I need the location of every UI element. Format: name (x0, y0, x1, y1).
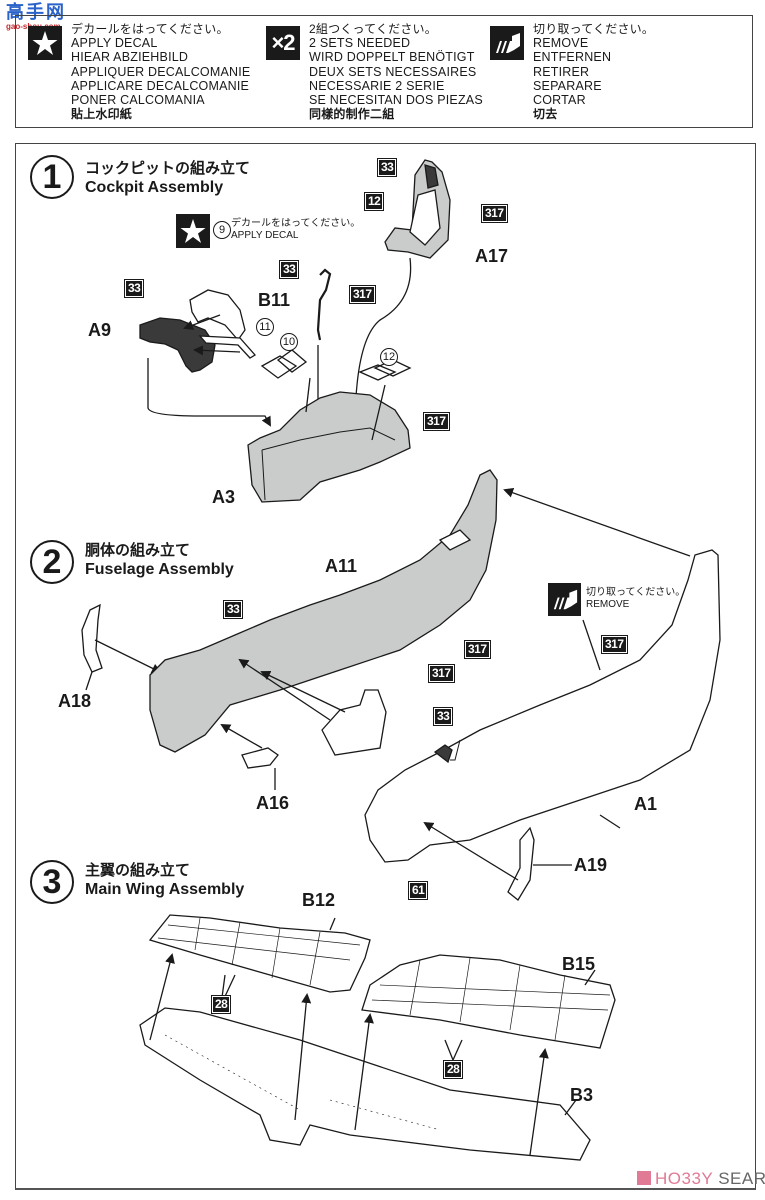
part-label-a19: A19 (574, 855, 608, 875)
part-label-a16: A16 (256, 793, 290, 813)
x2-sets-icon: ×2 (266, 26, 300, 60)
part-a3 (247, 391, 411, 503)
paint-code: 33 (376, 158, 398, 177)
legend-line: 切り取ってください。 (533, 22, 655, 36)
part-a16 (241, 747, 279, 769)
paint-code: 28 (442, 1060, 464, 1079)
legend-line: 貼上水印紙 (71, 107, 133, 122)
apply-decal-note-en: APPLY DECAL (231, 230, 299, 241)
legend-line: RETIRER (533, 64, 590, 79)
step-2-title-en: Fuselage Assembly (85, 561, 234, 578)
legend-lines: 切り取ってください。 REMOVE ENTFERNEN RETIRER SEPA… (533, 22, 654, 121)
hobby-search-logo-icon (637, 1171, 651, 1185)
part-b15 (361, 954, 616, 1049)
paint-code: 28 (210, 995, 232, 1014)
remove-note-jp: 切り取ってください。 (586, 587, 686, 598)
part-label-a17: A17 (475, 246, 509, 266)
decal-number-10: 10 (280, 333, 298, 351)
part-label-a11: A11 (325, 556, 358, 576)
legend-line: NECESSARIE 2 SERIE (309, 78, 445, 93)
paint-code: 317 (428, 664, 455, 683)
part-a18 (81, 603, 103, 673)
legend-line: APPLY DECAL (71, 36, 158, 51)
part-label-a3: A3 (212, 487, 236, 507)
hobby-search-rest: SEARCH (718, 1169, 765, 1188)
hobby-search-watermark: HO33Y SEARCH (637, 1169, 765, 1189)
step-2-title-jp: 胴体の組み立て (85, 542, 191, 559)
remove-note: 切り取ってください。 REMOVE (586, 587, 685, 611)
instruction-panel (15, 143, 756, 1190)
part-label-b15: B15 (562, 954, 596, 974)
legend-lines: 2組つくってください。 2 SETS NEEDED WIRD DOPPELT B… (309, 22, 483, 121)
legend-line: PONER CALCOMANIA (71, 93, 205, 108)
step-2-title: 胴体の組み立て Fuselage Assembly (85, 542, 234, 579)
step-3-title-en: Main Wing Assembly (85, 881, 245, 898)
paint-code: 317 (349, 285, 376, 304)
paint-code: 317 (601, 635, 628, 654)
part-label-a18: A18 (58, 691, 92, 711)
apply-decal-note-jp: デカールをはってください。 (231, 218, 361, 229)
part-label-a9: A9 (88, 320, 112, 340)
cut-remove-icon (490, 26, 524, 60)
legend-line: 切去 (533, 107, 558, 122)
paint-code: 317 (464, 640, 491, 659)
part-label-b11: B11 (258, 290, 291, 310)
part-label-b12: B12 (302, 890, 336, 910)
legend-line: SEPARARE (533, 78, 602, 93)
legend-line: 同樣的制作二組 (309, 107, 395, 122)
step-1-title-en: Cockpit Assembly (85, 179, 224, 196)
legend-line: REMOVE (533, 36, 589, 51)
part-a9 (139, 317, 216, 373)
legend-line: APPLIQUER DECALCOMANIE (71, 64, 251, 79)
part-b3 (139, 1007, 591, 1161)
part-b11 (316, 268, 332, 341)
legend-line: APPLICARE DECALCOMANIE (71, 78, 250, 93)
step-1-title-jp: コックピットの組み立て (85, 160, 251, 177)
part-cockpit-insert (321, 689, 387, 756)
legend-line: HIEAR ABZIEHBILD (71, 50, 189, 65)
part-label-b3: B3 (570, 1085, 594, 1105)
decal-number-9: 9 (213, 221, 231, 239)
symbol-legend: デカールをはってください。 APPLY DECAL HIEAR ABZIEHBI… (15, 15, 753, 128)
legend-line: 2組つくってください。 (309, 22, 437, 36)
paint-code: 33 (222, 600, 244, 619)
paint-code: 317 (481, 204, 508, 223)
legend-line: 2 SETS NEEDED (309, 36, 411, 51)
paint-code: 317 (423, 412, 450, 431)
paint-code: 33 (432, 707, 454, 726)
step-3-title-jp: 主翼の組み立て (85, 862, 191, 879)
hobby-search-accent: HO33Y (655, 1169, 713, 1188)
legend-line: SE NECESITAN DOS PIEZAS (309, 93, 483, 108)
legend-lines: デカールをはってください。 APPLY DECAL HIEAR ABZIEHBI… (71, 22, 250, 121)
part-b12 (148, 914, 371, 993)
step-1-title: コックピットの組み立て Cockpit Assembly (85, 160, 250, 197)
decal-number-12: 12 (380, 348, 398, 366)
legend-line: デカールをはってください。 (71, 22, 229, 36)
star-decal-icon (176, 214, 210, 248)
paint-code: 12 (363, 192, 385, 211)
legend-line: WIRD DOPPELT BENÖTIGT (309, 50, 475, 65)
star-decal-icon (28, 26, 62, 60)
watermark-chars: 高手网 (6, 2, 66, 22)
step-2-badge: 2 (30, 540, 74, 584)
part-a11 (149, 469, 498, 753)
decal-number-11: 11 (256, 318, 274, 336)
step-3-badge: 3 (30, 860, 74, 904)
cut-remove-icon (548, 583, 581, 616)
apply-decal-note: デカールをはってください。 APPLY DECAL (231, 218, 360, 242)
step-1-badge: 1 (30, 155, 74, 199)
step-3-title: 主翼の組み立て Main Wing Assembly (85, 862, 244, 899)
paint-code: 61 (407, 881, 429, 900)
paint-code: 33 (278, 260, 300, 279)
remove-note-en: REMOVE (586, 599, 630, 610)
legend-line: ENTFERNEN (533, 50, 612, 65)
paint-code: 33 (123, 279, 145, 298)
part-label-a1: A1 (634, 794, 658, 814)
legend-line: DEUX SETS NECESSAIRES (309, 64, 477, 79)
legend-line: CORTAR (533, 93, 586, 108)
part-a19 (507, 826, 535, 901)
